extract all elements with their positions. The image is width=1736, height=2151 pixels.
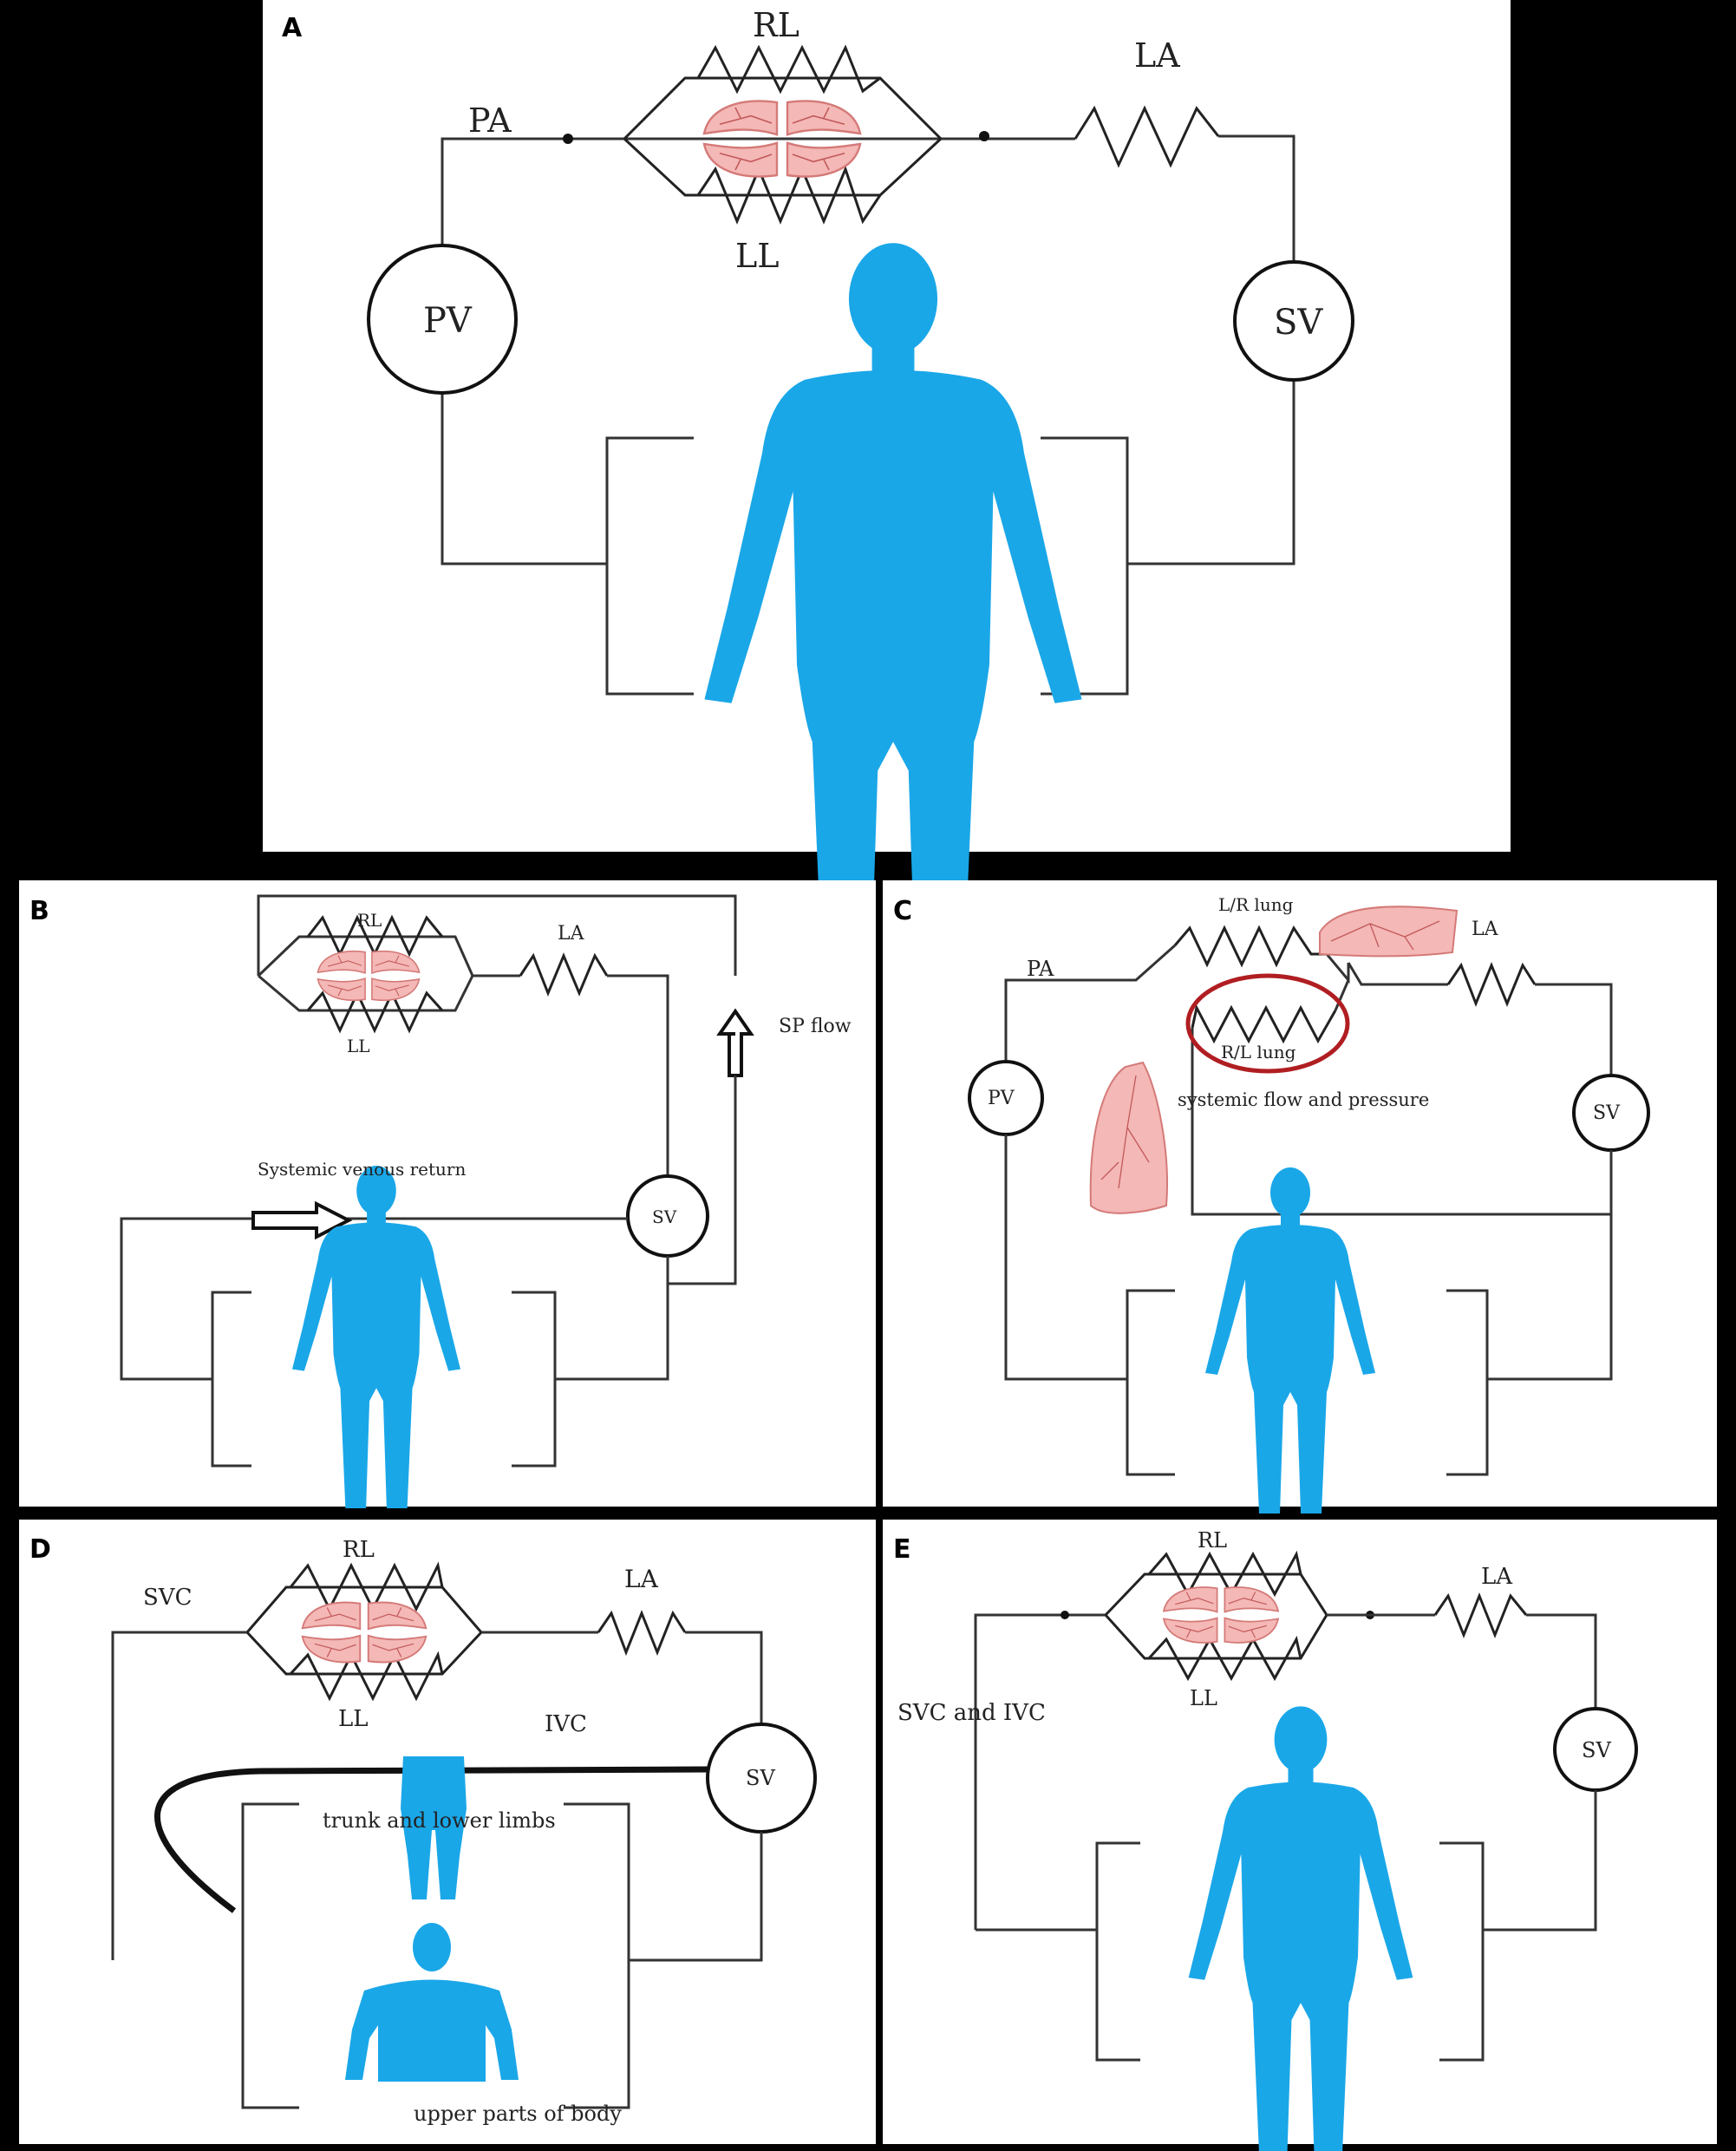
label-rl: RL: [343, 1537, 375, 1563]
panel-c-letter: C: [893, 896, 912, 926]
label-pv: PV: [423, 301, 473, 341]
label-svc-ivc: SVC and IVC: [897, 1700, 1046, 1726]
label-ll: LL: [735, 237, 779, 275]
label-rl-lung: R/L lung: [1221, 1042, 1296, 1062]
panel-d: D RL LL LA SVC IVC SV trunk and lower li…: [19, 1520, 876, 2144]
panel-b: B RL LL LA SV SP flow Systemic venous re…: [19, 880, 876, 1508]
panel-a: A RL LL LA PA PV SV: [263, 0, 1511, 1012]
label-la: LA: [1472, 919, 1499, 940]
label-rl: RL: [357, 910, 382, 931]
label-upper: upper parts of body: [414, 2102, 622, 2126]
panel-b-letter: B: [29, 896, 49, 926]
lungs-icon: [1089, 1061, 1168, 1214]
label-la: LA: [1134, 36, 1180, 75]
panel-a-letter: A: [282, 13, 303, 43]
label-pa: PA: [1027, 957, 1054, 981]
pv-node: [367, 244, 518, 395]
panel-d-letter: D: [29, 1534, 51, 1565]
label-ivc: IVC: [545, 1711, 587, 1737]
label-lr-lung: L/R lung: [1218, 894, 1294, 915]
panel-e: E RL LL LA SVC and IVC SV: [883, 1520, 1717, 2151]
label-la: LA: [624, 1565, 659, 1593]
label-rl: RL: [753, 6, 799, 44]
arrow-icon: [251, 1200, 353, 1240]
label-la: LA: [558, 923, 585, 945]
label-trunk: trunk and lower limbs: [323, 1808, 556, 1833]
lungs-icon: [1319, 906, 1459, 958]
label-sv: SV: [1582, 1738, 1611, 1762]
sv-node: [1233, 260, 1354, 382]
label-ll: LL: [1190, 1686, 1217, 1710]
label-sp-flow: SP flow: [779, 1016, 852, 1037]
label-sv: SV: [652, 1206, 677, 1227]
arrow-icon: [716, 1008, 754, 1077]
label-rl: RL: [1198, 1528, 1227, 1553]
label-la: LA: [1481, 1564, 1513, 1590]
label-sv: SV: [1593, 1102, 1621, 1124]
label-venous-return: Systemic venous return: [258, 1159, 466, 1180]
label-systemic: systemic flow and pressure: [1178, 1089, 1429, 1110]
label-pa: PA: [468, 101, 512, 140]
label-ll: LL: [338, 1706, 369, 1732]
label-sv: SV: [1274, 303, 1323, 343]
panel-c: C L/R lung R/L lung LA PA PV SV sy: [883, 880, 1717, 1514]
label-sv: SV: [746, 1766, 775, 1790]
label-pv: PV: [988, 1088, 1015, 1109]
label-ll: LL: [347, 1036, 370, 1056]
panel-e-letter: E: [893, 1534, 911, 1565]
label-svc: SVC: [143, 1585, 192, 1611]
human-body-icon: [345, 1756, 519, 2082]
